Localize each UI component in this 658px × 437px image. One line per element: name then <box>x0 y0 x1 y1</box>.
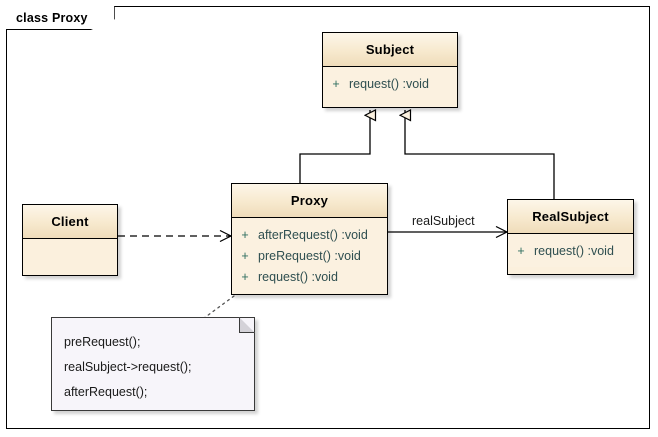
class-member: + request() :void <box>323 73 457 94</box>
note-line: afterRequest(); <box>64 385 148 399</box>
note-box[interactable]: preRequest(); realSubject->request(); af… <box>51 317 255 411</box>
frame-label-text: class Proxy <box>16 10 88 25</box>
member-visibility: + <box>241 248 249 263</box>
member-signature: preRequest() :void <box>258 248 361 263</box>
class-members-proxy: + afterRequest() :void + preRequest() :v… <box>232 218 387 293</box>
class-name-realsubject: RealSubject <box>532 209 609 224</box>
class-header-client: Client <box>23 205 117 239</box>
class-member: + preRequest() :void <box>232 245 387 266</box>
member-signature: request() :void <box>534 243 614 258</box>
note-fold-corner <box>239 317 255 333</box>
class-name-client: Client <box>51 214 89 229</box>
member-visibility: + <box>241 227 249 242</box>
class-name-subject: Subject <box>365 42 415 57</box>
class-header-subject: Subject <box>323 33 457 67</box>
member-signature: afterRequest() :void <box>258 227 368 242</box>
class-name-proxy: Proxy <box>290 193 329 208</box>
class-members-realsubject: + request() :void <box>508 234 633 267</box>
class-box-subject[interactable]: Subject + request() :void <box>322 32 458 108</box>
class-member: + request() :void <box>508 240 633 261</box>
class-member: + afterRequest() :void <box>232 224 387 245</box>
note-line: preRequest(); <box>64 335 141 349</box>
class-box-client[interactable]: Client <box>22 204 118 276</box>
class-box-proxy[interactable]: Proxy + afterRequest() :void + preReques… <box>231 183 388 295</box>
member-signature: request() :void <box>258 269 338 284</box>
association-label-realsubject: realSubject <box>412 214 475 228</box>
member-visibility: + <box>332 76 340 91</box>
frame-label-tab: class Proxy <box>6 6 115 30</box>
class-box-realsubject[interactable]: RealSubject + request() :void <box>507 199 634 275</box>
class-header-proxy: Proxy <box>232 184 387 218</box>
class-member: + request() :void <box>232 266 387 287</box>
member-visibility: + <box>241 269 249 284</box>
member-visibility: + <box>517 243 525 258</box>
class-header-realsubject: RealSubject <box>508 200 633 234</box>
member-signature: request() :void <box>349 76 429 91</box>
class-members-subject: + request() :void <box>323 67 457 100</box>
note-line: realSubject->request(); <box>64 360 192 374</box>
